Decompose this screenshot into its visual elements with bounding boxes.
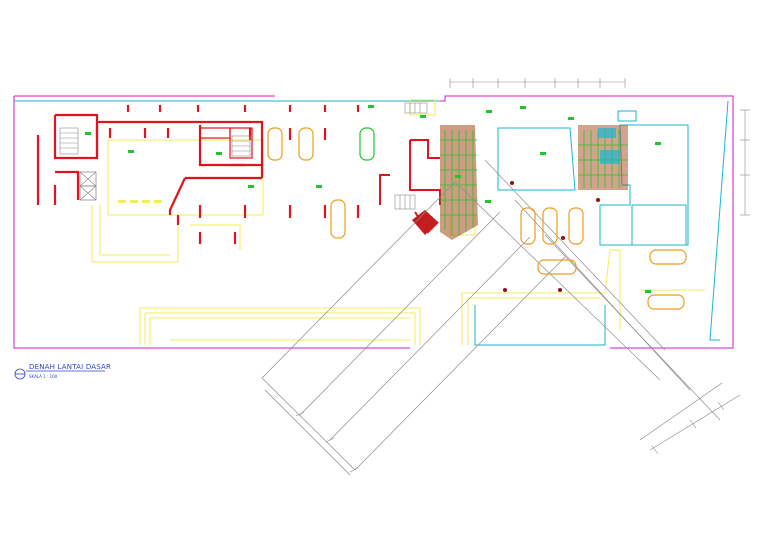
room-tags — [85, 105, 661, 293]
drawing-title: DENAH LANTAI DASAR — [29, 363, 112, 371]
stairs — [59, 102, 428, 210]
structural-points — [503, 181, 600, 292]
entrance-ramp — [412, 210, 438, 235]
site-boundary — [13, 95, 734, 349]
parked-cars — [267, 127, 687, 310]
elevator-shafts — [79, 171, 97, 201]
window-row — [118, 200, 162, 203]
left-building-walls — [36, 113, 264, 225]
central-lobby — [497, 127, 576, 191]
diagonal-approach — [261, 159, 741, 476]
green-car — [359, 127, 375, 161]
dimension-lines-top — [449, 78, 750, 216]
columns — [108, 105, 360, 244]
drawing-scale: SKALA 1 : 100 — [29, 374, 58, 379]
diagonal-dimension-ticks — [295, 401, 725, 473]
tiled-plaza — [440, 125, 628, 240]
title-marker-icon — [14, 368, 105, 380]
